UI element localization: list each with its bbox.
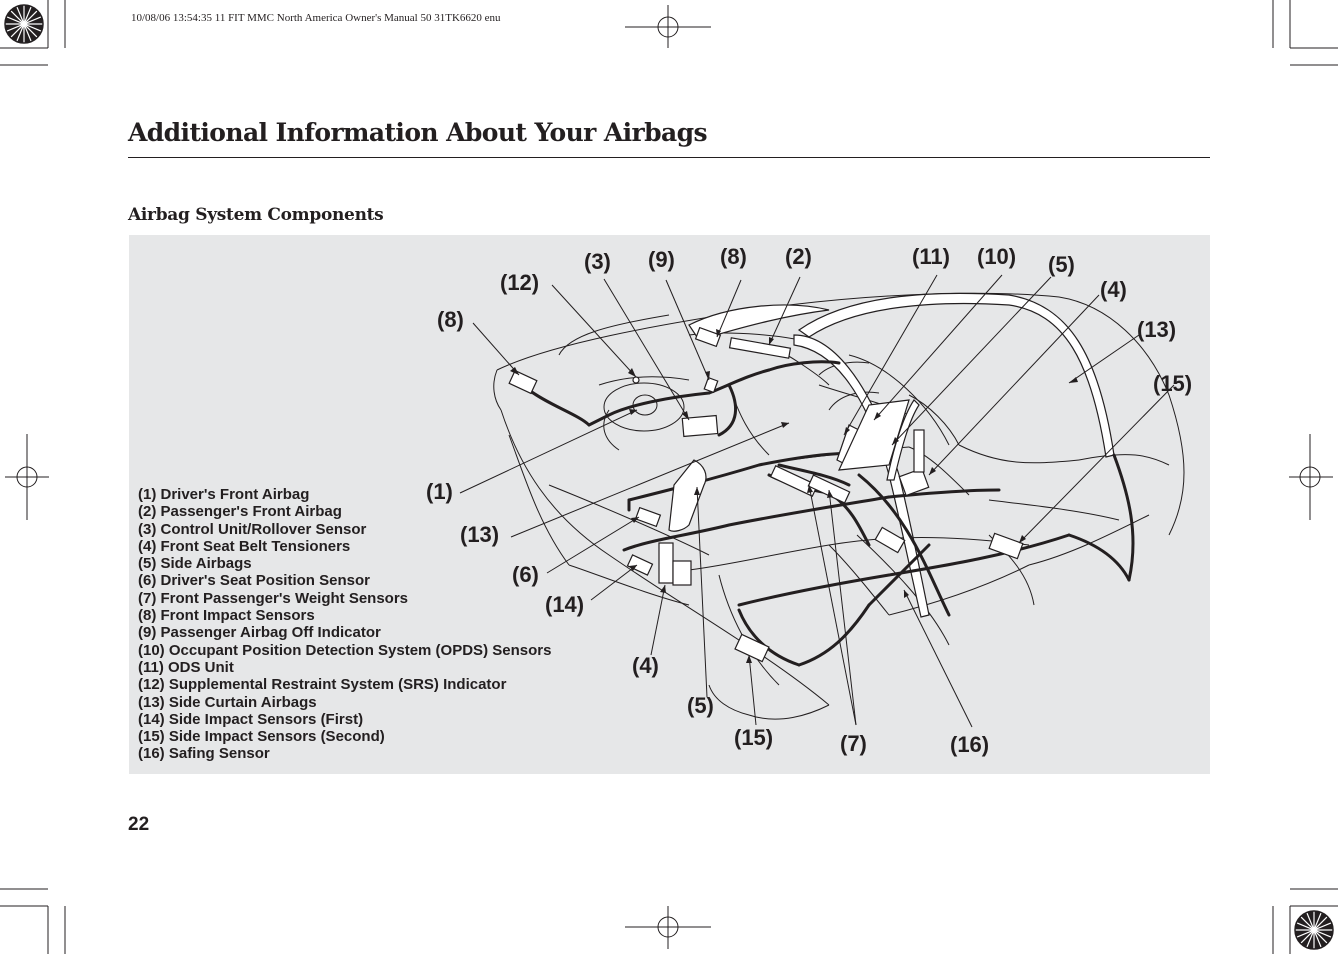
legend-item: (9) Passenger Airbag Off Indicator: [138, 624, 381, 642]
callout-12: (12): [500, 270, 540, 295]
legend-item: (6) Driver's Seat Position Sensor: [138, 572, 370, 590]
page-title: Additional Information About Your Airbag…: [128, 118, 708, 147]
legend-item: (10) Occupant Position Detection System …: [138, 641, 552, 659]
legend-item: (12) Supplemental Restraint System (SRS)…: [138, 676, 507, 694]
callout-13-right: (13): [1137, 317, 1177, 342]
legend-item: (13) Side Curtain Airbags: [138, 693, 317, 711]
callout-9: (9): [648, 247, 675, 272]
callout-15-bottom: (15): [734, 725, 774, 750]
callout-14: (14): [545, 592, 585, 617]
airbag-components-figure: (3) (9) (8) (2) (11) (10) (5) (4) (12) (…: [129, 235, 1210, 774]
callout-4-bottom: (4): [632, 653, 659, 678]
callout-8-left: (8): [437, 307, 464, 332]
print-header: 10/08/06 13:54:35 11 FIT MMC North Ameri…: [131, 12, 501, 24]
legend-item: (16) Safing Sensor: [138, 745, 270, 763]
legend-item: (2) Passenger's Front Airbag: [138, 503, 342, 521]
callout-7: (7): [840, 731, 867, 756]
legend-item: (4) Front Seat Belt Tensioners: [138, 537, 351, 555]
legend-item: (11) ODS Unit: [138, 658, 234, 676]
callout-6: (6): [512, 562, 539, 587]
callout-11: (11): [912, 244, 950, 269]
callout-5-top: (5): [1048, 252, 1075, 277]
callout-16: (16): [950, 732, 990, 757]
legend-item: (7) Front Passenger's Weight Sensors: [138, 589, 409, 607]
callout-15-right: (15): [1153, 371, 1193, 396]
component-legend: (1) Driver's Front Airbag (2) Passenger'…: [138, 486, 551, 763]
section-title: Airbag System Components: [128, 205, 384, 225]
title-divider: [128, 157, 1210, 158]
callout-2: (2): [785, 244, 812, 269]
car-cutaway-illustration: [459, 274, 1185, 728]
callout-10: (10): [977, 244, 1017, 269]
callout-13-left: (13): [460, 522, 500, 547]
callout-1: (1): [426, 479, 453, 504]
callout-4-top: (4): [1100, 277, 1127, 302]
legend-item: (15) Side Impact Sensors (Second): [138, 728, 385, 746]
callout-3: (3): [584, 249, 611, 274]
callout-5-bottom: (5): [687, 693, 714, 718]
legend-item: (3) Control Unit/Rollover Sensor: [138, 520, 367, 538]
legend-item: (8) Front Impact Sensors: [138, 607, 315, 625]
legend-item: (1) Driver's Front Airbag: [138, 486, 310, 503]
legend-item: (5) Side Airbags: [138, 555, 252, 573]
legend-item: (14) Side Impact Sensors (First): [138, 710, 364, 728]
callout-8-top: (8): [720, 244, 747, 269]
page-number: 22: [128, 814, 150, 835]
